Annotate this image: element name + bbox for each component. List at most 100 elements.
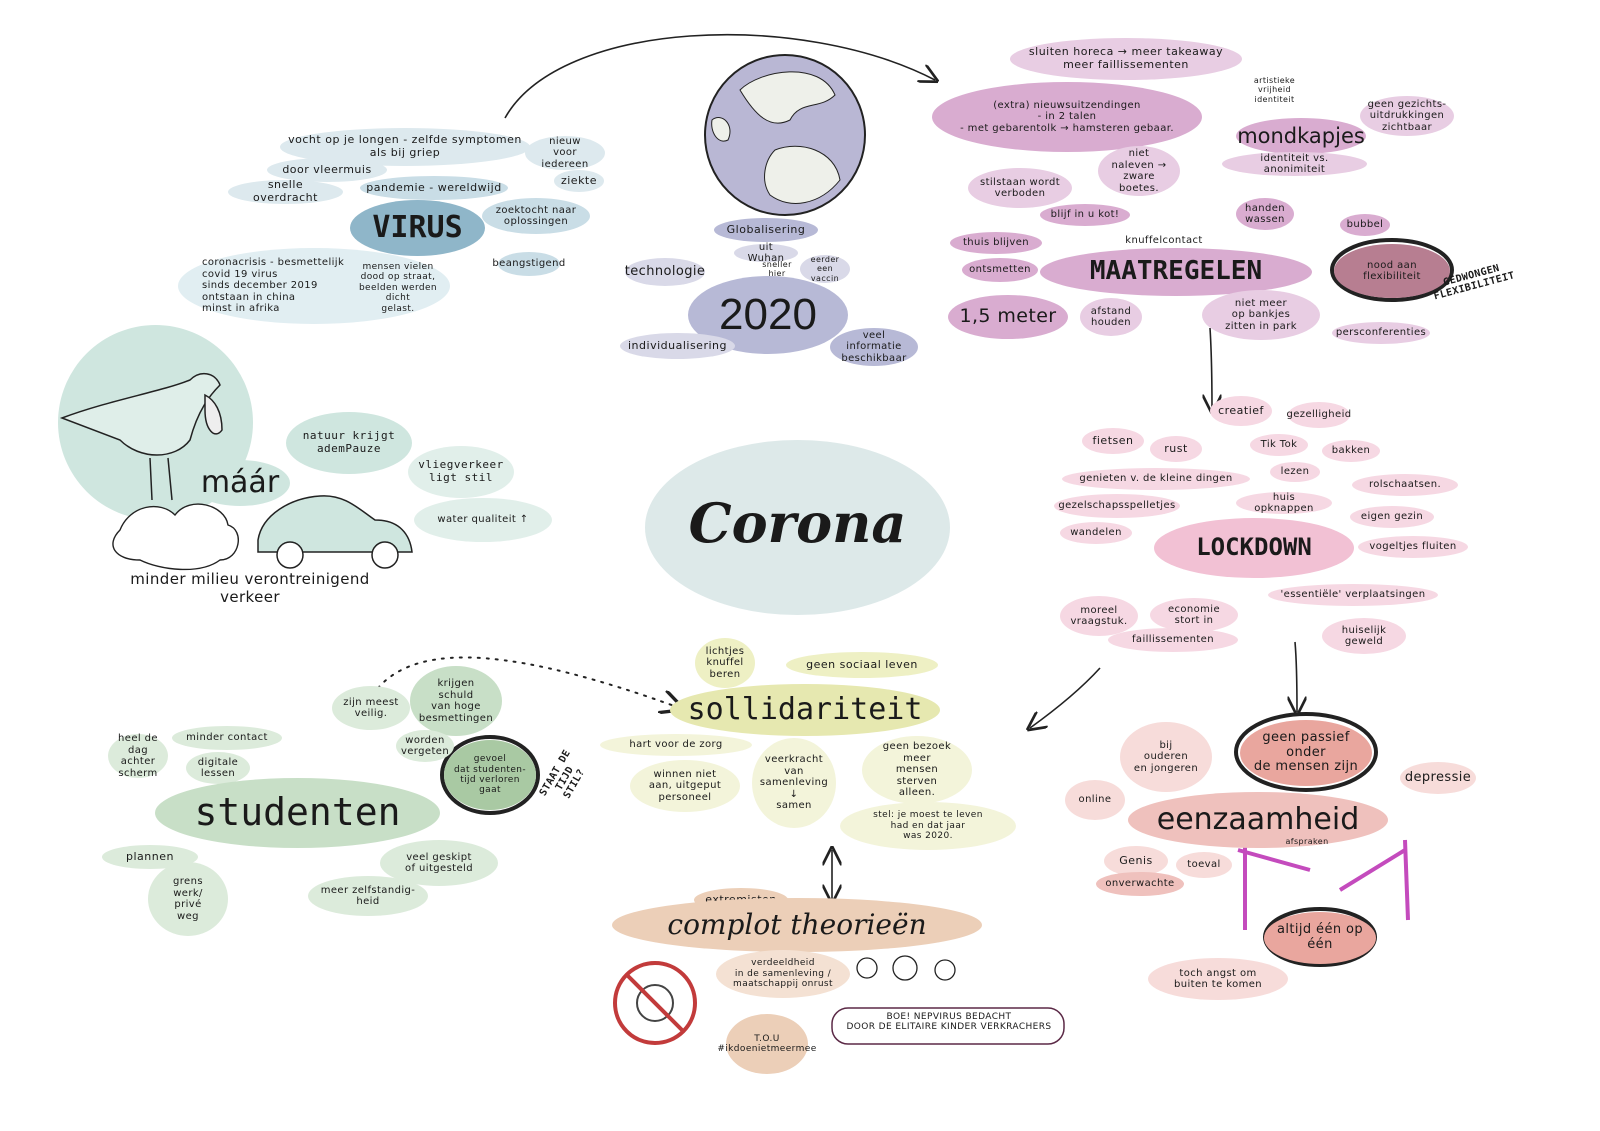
year-item: veel informatie beschikbaar bbox=[830, 328, 918, 366]
virus-item: coronacrisis - besmettelijk covid 19 vir… bbox=[178, 248, 450, 324]
center-title: Corona bbox=[688, 491, 907, 556]
measures-item: knuffelcontact bbox=[1125, 235, 1203, 247]
measures-item: 1,5 meter bbox=[948, 295, 1068, 339]
lockdown-title: LOCKDOWN bbox=[1154, 518, 1354, 578]
lockdown-item: fietsen bbox=[1082, 428, 1144, 454]
students-item: minder contact bbox=[172, 726, 282, 750]
solidarity-title: sollidariteit bbox=[670, 684, 940, 736]
solidarity-item: winnen niet aan, uitgeput personeel bbox=[630, 760, 740, 812]
arrow-students-to-solidarity bbox=[377, 656, 680, 708]
students-item: worden vergeten bbox=[396, 730, 454, 762]
lockdown-item: bakken bbox=[1322, 440, 1380, 462]
lockdown-item: huis opknappen bbox=[1236, 492, 1332, 514]
measures-item: thuis blijven bbox=[950, 232, 1042, 254]
year-item: eerder een vaccin bbox=[800, 255, 850, 283]
solidarity-item: stel: je moest te leven had en dat jaar … bbox=[840, 802, 1016, 850]
virus-item: ziekte bbox=[554, 170, 604, 192]
arrow-virus-to-measures bbox=[504, 33, 935, 119]
year-item: individualisering bbox=[620, 333, 735, 359]
people-figures-icon bbox=[856, 955, 956, 981]
conspiracy-speech: BOE! NEPVIRUS BEDACHT DOOR DE ELITAIRE K… bbox=[846, 1012, 1052, 1032]
measures-title: MAATREGELEN bbox=[1040, 248, 1312, 296]
lockdown-item: faillissementen bbox=[1108, 628, 1238, 652]
year-item: technologie bbox=[625, 258, 705, 286]
virus-item: zoektocht naar oplossingen bbox=[482, 198, 590, 234]
passive-spiky-outline bbox=[1234, 712, 1378, 792]
loneliness-item: bij ouderen en jongeren bbox=[1120, 722, 1212, 792]
lockdown-item: 'essentiële' verplaatsingen bbox=[1268, 584, 1438, 606]
lockdown-item: vogeltjes fluiten bbox=[1358, 536, 1468, 558]
lockdown-item: Tik Tok bbox=[1250, 434, 1308, 456]
conspiracy-item: T.O.U #ikdoenietmeermee bbox=[717, 1014, 816, 1074]
loneliness-item: toeval bbox=[1176, 852, 1232, 878]
lockdown-item: moreel vraagstuk. bbox=[1060, 596, 1138, 636]
arrow-lockdown-to-solidarity bbox=[1030, 667, 1101, 728]
measures-item: niet naleven → zware boetes. bbox=[1098, 146, 1180, 196]
virus-item: door vleermuis bbox=[267, 158, 387, 182]
measures-item: ontsmetten bbox=[962, 258, 1038, 282]
year-item: Globalisering bbox=[714, 218, 818, 242]
measures-item: sluiten horeca → meer takeaway meer fail… bbox=[1010, 38, 1242, 80]
lockdown-item: genieten v. de kleine dingen bbox=[1062, 468, 1250, 490]
center-bubble: Corona bbox=[645, 440, 950, 615]
virus-item: nieuw voor iedereen bbox=[525, 136, 605, 170]
students-item: gevoel dat studenten- tijd verloren gaat bbox=[444, 740, 536, 810]
virus-item: mensen vielen dood op straat, beelden we… bbox=[358, 262, 438, 314]
lockdown-item: wandelen bbox=[1060, 522, 1132, 544]
virus-title: VIRUS bbox=[350, 200, 485, 256]
solidarity-item: geen sociaal leven bbox=[786, 652, 938, 678]
measures-item: nood aan flexibiliteit bbox=[1334, 244, 1450, 298]
lockdown-item: rolschaatsen. bbox=[1352, 474, 1458, 496]
lockdown-item: economie stort in bbox=[1150, 598, 1238, 632]
no-virus-icon bbox=[613, 961, 697, 1045]
students-item: krijgen schuld van hoge besmettingen bbox=[410, 666, 502, 736]
loneliness-item: online bbox=[1065, 780, 1125, 820]
speech-bubble-shape bbox=[831, 1007, 1065, 1045]
measures-item: artistieke vrijheid identiteit bbox=[1253, 76, 1296, 104]
conspiracy-title: complot theorieën bbox=[612, 898, 982, 952]
nature-title: máár bbox=[190, 460, 290, 506]
measures-item: niet meer op bankjes zitten in park bbox=[1202, 290, 1320, 340]
measures-item: geen gezichts- uitdrukkingen zichtbaar bbox=[1360, 96, 1454, 136]
nature-item: water qualiteit ↑ bbox=[414, 498, 552, 542]
lockdown-item: gezelschapsspelletjes bbox=[1054, 494, 1180, 518]
solidarity-item: hart voor de zorg bbox=[600, 734, 752, 756]
bird-icon bbox=[59, 373, 223, 501]
lockdown-item: eigen gezin bbox=[1350, 506, 1434, 528]
loneliness-item: toch angst om buiten te komen bbox=[1148, 958, 1288, 1000]
measures-item: bubbel bbox=[1340, 214, 1390, 236]
measures-item: blijf in u kot! bbox=[1040, 204, 1130, 226]
loneliness-item: Genis bbox=[1104, 846, 1168, 876]
measures-item: afstand houden bbox=[1080, 298, 1142, 336]
measures-item: identiteit vs. anonimiteit bbox=[1222, 152, 1367, 176]
arrow-lockdown-to-loneliness bbox=[1295, 641, 1297, 712]
measures-item: handen wassen bbox=[1236, 198, 1294, 230]
students-item: zijn meest veilig. bbox=[332, 686, 410, 730]
solidarity-item: veerkracht van samenleving ↓ samen bbox=[752, 738, 836, 828]
loneliness-item: depressie bbox=[1400, 762, 1476, 794]
lockdown-item: lezen bbox=[1270, 462, 1320, 482]
nature-item: natuur krijgt ademPauze bbox=[286, 412, 412, 474]
flexibility-spiky-outline bbox=[1330, 238, 1454, 302]
year-item: uit Wuhan bbox=[734, 242, 798, 264]
loneliness-item: onverwachte bbox=[1096, 872, 1184, 896]
mask-title: mondkapjes bbox=[1236, 118, 1366, 154]
students-feeling-outline bbox=[440, 735, 540, 815]
students-item: digitale lessen bbox=[186, 752, 250, 784]
lockdown-item: gezelligheid bbox=[1287, 402, 1351, 428]
students-item: heel de dag achter scherm bbox=[108, 733, 168, 779]
globe-icon bbox=[704, 54, 866, 216]
arrow-measures-to-lockdown bbox=[1210, 327, 1212, 410]
loneliness-title: eenzaamheid bbox=[1128, 792, 1388, 848]
solidarity-item: geen bezoek meer mensen sterven alleen. bbox=[862, 736, 972, 804]
virus-item: pandemie - wereldwijd bbox=[360, 176, 508, 200]
virus-item: snelle overdracht bbox=[228, 179, 343, 204]
lockdown-item: huiselijk geweld bbox=[1322, 618, 1406, 654]
lockdown-item: rust bbox=[1150, 436, 1202, 462]
reaching-figures-icon bbox=[1237, 838, 1410, 930]
nature-caption: minder milieu verontreinigend verkeer bbox=[130, 570, 370, 606]
loneliness-item: geen passief onder de mensen zijn bbox=[1240, 720, 1372, 786]
solidarity-item: lichtjes knuffel beren bbox=[695, 638, 755, 688]
measures-item: stilstaan wordt verboden bbox=[968, 168, 1072, 208]
